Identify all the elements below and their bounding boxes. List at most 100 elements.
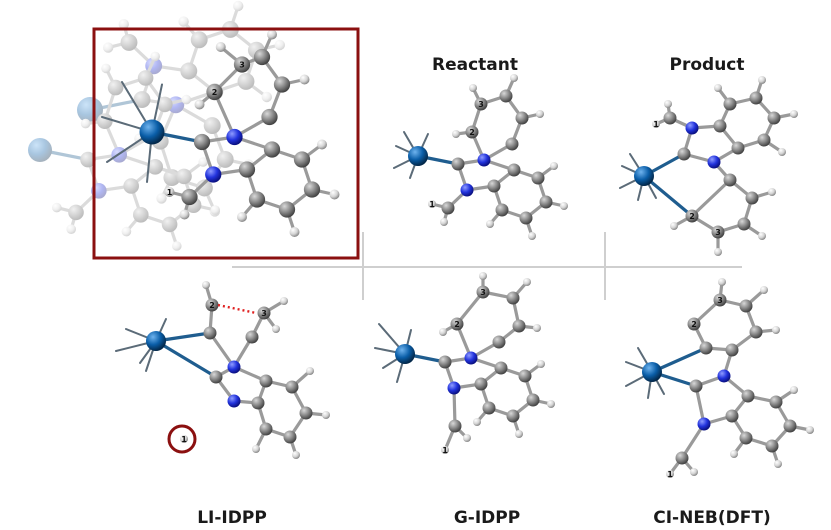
hydrogen-atom (292, 451, 300, 459)
carbon-atom (506, 291, 520, 305)
hydrogen-atom (537, 360, 545, 368)
li-idpp-structure: 231 (115, 281, 330, 459)
hydrogen-atom (164, 187, 175, 197)
carbon-atom (181, 188, 198, 206)
atom-number-label: 2 (689, 212, 695, 221)
metal-atom (139, 119, 165, 145)
carbon-atom (737, 217, 751, 231)
hydrogen-atom (479, 272, 487, 280)
carbon-atom (285, 380, 299, 394)
label-li-idpp: LI-IDPP (197, 508, 267, 528)
carbon-atom (303, 181, 321, 198)
carbon-atom (492, 335, 506, 349)
hydrogen-atom (463, 434, 471, 442)
atom-number-label: 2 (454, 320, 460, 329)
carbon-atom (263, 141, 281, 158)
carbon-atom (450, 317, 464, 331)
hydrogen-atom (103, 42, 114, 53)
bond (690, 178, 732, 218)
carbon-atom (97, 113, 113, 129)
hydrogen-atom (181, 94, 192, 105)
carbon-atom (507, 163, 521, 177)
atom-number-label: 3 (239, 61, 245, 70)
carbon-atom (233, 56, 251, 73)
hydrogen-atom (329, 189, 340, 200)
hydrogen-atom (156, 193, 167, 204)
hydrogen-atom (322, 411, 330, 419)
carbon-atom (531, 171, 545, 185)
atom-number-label: 2 (469, 128, 475, 137)
label-reactant: Reactant (432, 55, 518, 75)
hydrogen-atom (560, 202, 568, 210)
carbon-atom (203, 326, 217, 340)
carbon-atom (193, 133, 211, 151)
hydrogen-atom (180, 435, 188, 443)
carbon-atom (137, 70, 154, 86)
hydrogen-atom (473, 418, 481, 426)
carbon-atom (147, 159, 163, 175)
carbon-atom (495, 203, 509, 217)
carbon-atom (180, 62, 198, 80)
carbon-atom (677, 147, 691, 161)
metal-atom (642, 362, 662, 382)
hydrogen-atom (317, 139, 327, 150)
carbon-atom (685, 209, 699, 223)
carbon-atom (745, 191, 759, 205)
hydrogen-atom (306, 367, 314, 375)
carbon-atom (195, 179, 213, 197)
bond (212, 90, 237, 139)
carbon-atom (209, 370, 223, 384)
carbon-atom (205, 298, 219, 312)
overlay-ghost-structures (28, 0, 285, 251)
carbon-atom (512, 319, 526, 333)
hydrogen-atom (760, 286, 768, 294)
hydrogen-atom (510, 74, 518, 82)
hydrogen-atom (536, 110, 544, 118)
distance-line (217, 303, 257, 315)
carbon-atom (245, 330, 259, 344)
hydrogen-atom (440, 218, 448, 226)
carbon-atom (505, 137, 519, 151)
hydrogen-atom (469, 84, 477, 92)
nitrogen-atom (205, 166, 222, 183)
carbon-atom (299, 406, 313, 420)
hydrogen-atom (178, 16, 189, 27)
hydrogen-atom (515, 430, 523, 438)
hydrogen-atom (666, 470, 674, 478)
hydrogen-atom (670, 222, 678, 230)
carbon-atom (767, 111, 781, 125)
carbon-atom (259, 422, 273, 436)
hydrogen-atom (758, 76, 766, 84)
g-idpp-structure: 231 (374, 272, 555, 455)
hydrogen-atom (439, 328, 447, 336)
nitrogen-atom (717, 369, 731, 383)
carbon-atom (474, 97, 488, 111)
nitrogen-atom (227, 394, 241, 408)
hydrogen-atom (790, 386, 798, 394)
metal-atom (77, 97, 103, 123)
hydrogen-atom (272, 325, 280, 333)
atom-number-label: 3 (478, 100, 484, 109)
hydrogen-atom (66, 224, 76, 234)
hydrogen-atom (730, 450, 738, 458)
carbon-atom (539, 195, 553, 209)
carbon-atom (80, 151, 96, 168)
carbon-atom (731, 141, 745, 155)
carbon-atom (251, 396, 265, 410)
hydrogen-atom (215, 42, 226, 52)
carbon-atom (675, 451, 689, 465)
atom-number-label: 2 (212, 88, 218, 97)
metal-atom (408, 146, 428, 166)
nitrogen-atom (697, 417, 711, 431)
atom-number-label: 1 (442, 446, 448, 455)
carbon-atom (687, 317, 701, 331)
atom-number-label: 3 (717, 296, 723, 305)
carbon-atom (713, 293, 727, 307)
hydrogen-atom (523, 278, 531, 286)
carbon-atom (465, 125, 479, 139)
hydrogen-atom (652, 120, 660, 128)
carbon-atom (120, 33, 138, 51)
atom-number-label: 3 (715, 228, 721, 237)
carbon-atom (203, 117, 221, 135)
highlight-circle (167, 424, 197, 454)
